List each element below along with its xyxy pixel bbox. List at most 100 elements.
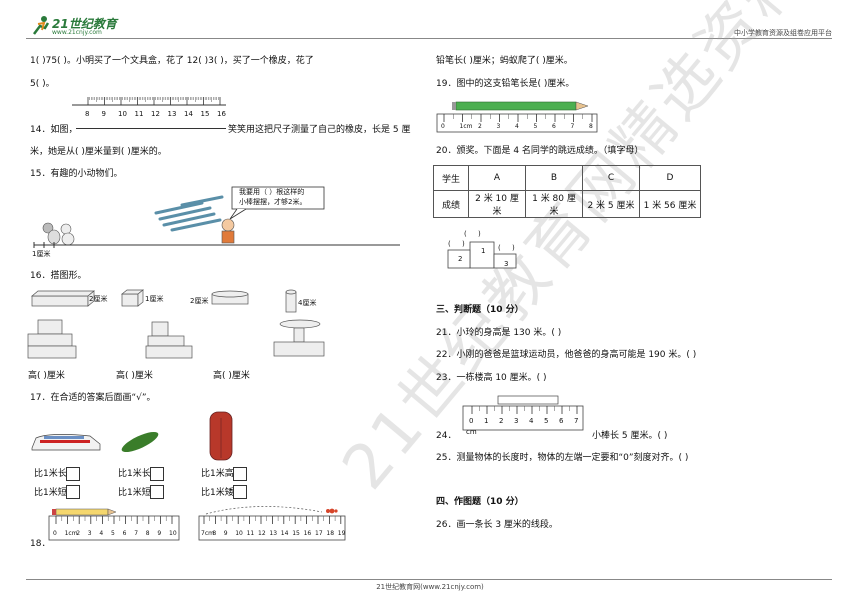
ruler-tick-label: 11 xyxy=(246,530,255,537)
ruler-tick-label: 6 xyxy=(552,123,556,130)
ruler-tick-label: 8 xyxy=(85,110,90,118)
section-4-title: 四、作图题（10 分） xyxy=(436,497,524,507)
runner-logo-icon xyxy=(33,16,50,35)
ruler-tick-label: 10 xyxy=(118,110,127,118)
ruler-tick-label: 9 xyxy=(101,110,106,118)
q24-number: 24． xyxy=(436,431,457,441)
q17-title: 17．在合适的答案后面画“√”。 xyxy=(30,393,156,403)
logo-text: 21世纪教育 xyxy=(52,17,117,31)
ruler-tick-label: 15 xyxy=(292,530,300,537)
q14-text: 笑笑用这把尺子测量了自己的橡皮，长是 5 厘 xyxy=(228,125,411,135)
ruler-tick-label: 12 xyxy=(258,530,266,537)
q16-dim-1: 2厘米 xyxy=(89,295,108,303)
q14-ruler-line xyxy=(76,128,226,129)
q21: 21．小玲的身高是 130 米。( ) xyxy=(436,328,562,338)
ruler-tick-label: 7 xyxy=(134,530,139,537)
q17-pictures xyxy=(31,411,233,461)
q16-answer-3: 高( )厘米 xyxy=(213,371,250,381)
q16-dim-2: 1厘米 xyxy=(145,295,164,303)
table-cell-c: 2 米 5 厘米 xyxy=(582,190,640,218)
ruler-tick-label: 9 xyxy=(157,530,162,537)
header-platform: 中小学教育资源及组卷应用平台 xyxy=(734,29,832,37)
svg-text:(: ( xyxy=(464,230,467,238)
table-cell-b: 1 米 80 厘米 xyxy=(525,190,583,218)
podium-figure: () () () xyxy=(447,230,517,269)
table-head-a: A xyxy=(468,165,526,191)
ruler-tick-label: 12 xyxy=(151,110,160,118)
q25: 25．测量物体的长度时，物体的左端一定要和“0”刻度对齐。( ) xyxy=(436,453,689,463)
ruler-tick-label: 0 xyxy=(441,123,445,130)
q16-answer-2: 高( )厘米 xyxy=(116,371,153,381)
ruler-tick-label: 2 xyxy=(76,530,81,537)
door-icon xyxy=(209,411,233,461)
ruler-24-unit: cm xyxy=(466,428,477,436)
ruler-tick-label: 0 xyxy=(469,417,474,425)
ruler-tick-label: 8 xyxy=(145,530,150,537)
q14-prefix: 14．如图， xyxy=(30,125,78,135)
ruler-tick-label: 7 xyxy=(574,417,579,425)
q16-dim-4: 4厘米 xyxy=(298,299,317,307)
ruler-tick-label: 17 xyxy=(315,530,323,537)
ruler-tick-label: 4 xyxy=(99,530,104,537)
ruler-tick-label: 3 xyxy=(496,123,501,130)
ruler-tick-label: 13 xyxy=(167,110,177,118)
ruler-tick-label: 5 xyxy=(544,417,549,425)
ruler-18a xyxy=(48,508,180,541)
ruler-tick-label: 1cm xyxy=(64,530,78,537)
q17-door-box2[interactable] xyxy=(233,485,247,499)
q18-continuation: 铅笔长( )厘米；蚂蚁爬了( )厘米。 xyxy=(436,56,573,66)
q17-door-opt2: 比1米矮 xyxy=(201,488,234,498)
ruler-tick-label: 5 xyxy=(533,123,538,130)
table-head-c: C xyxy=(582,165,640,191)
table-head-student: 学生 xyxy=(433,165,469,191)
bunny-icon xyxy=(60,223,75,246)
table-cell-a: 2 米 10 厘米 xyxy=(468,190,526,218)
svg-text:): ) xyxy=(462,240,465,248)
ruler-tick-label: 15 xyxy=(200,110,210,118)
q26: 26．画一条长 3 厘米的线段。 xyxy=(436,520,558,530)
q14-answer: 米，她是从( )厘米量到( )厘米的。 xyxy=(30,147,167,157)
ant-icon xyxy=(326,508,338,514)
section-3-title: 三、判断题（10 分） xyxy=(436,305,524,315)
train-icon xyxy=(31,434,101,451)
footer-divider xyxy=(26,579,832,580)
q23: 23．一栋楼高 10 厘米。( ) xyxy=(436,373,547,383)
q17-train-box2[interactable] xyxy=(66,485,80,499)
svg-text:): ) xyxy=(512,244,515,252)
q17-train-box1[interactable] xyxy=(66,467,80,481)
logo-url: www.21cnjy.com xyxy=(52,29,102,36)
ruler-tick-label: 3 xyxy=(87,530,92,537)
q17-cucumber-box1[interactable] xyxy=(150,467,164,481)
table-head-d: D xyxy=(639,165,701,191)
q16-blocks-figure xyxy=(27,289,325,359)
q15-bubble-line2: 小棒摆摆，才够2米。 xyxy=(239,198,307,206)
ruler-tick-label: 14 xyxy=(280,530,289,537)
q17-door-box1[interactable] xyxy=(233,467,247,481)
q16-dim-3: 2厘米 xyxy=(190,297,209,305)
stick-rect xyxy=(497,395,559,405)
ruler-tick-label: 6 xyxy=(559,417,564,425)
ruler-tick-label: 9 xyxy=(223,530,228,537)
table-row-label: 成绩 xyxy=(433,190,469,218)
ruler-tick-label: 5 xyxy=(111,530,115,537)
ruler-tick-label: 4 xyxy=(529,417,534,425)
ruler-tick-label: 14 xyxy=(184,110,193,118)
ruler-tick-label: 4 xyxy=(515,123,519,130)
q15-title: 15．有趣的小动物们。 xyxy=(30,169,123,179)
ruler-tick-label: 10 xyxy=(235,530,243,537)
site-logo xyxy=(30,14,130,36)
q17-cucumber-opt2: 比1米短 xyxy=(118,488,151,498)
character-icon xyxy=(221,218,235,244)
ruler-tick-label: 3 xyxy=(514,417,519,425)
header-divider xyxy=(26,38,832,39)
q17-cucumber-box2[interactable] xyxy=(150,485,164,499)
ruler-18b xyxy=(198,506,346,541)
footer-text: 21世纪教育网(www.21cnjy.com) xyxy=(376,583,484,591)
ruler-tick-label: 10 xyxy=(169,530,177,537)
ruler-tick-label: 16 xyxy=(217,110,226,118)
ruler-tick-label: 1cm xyxy=(459,123,473,130)
ruler-tick-label: 1 xyxy=(484,417,489,425)
ruler-tick-label: 7 xyxy=(570,123,575,130)
ruler-tick-label: 11 xyxy=(134,110,144,118)
ruler-tick-label: 2 xyxy=(478,123,482,130)
